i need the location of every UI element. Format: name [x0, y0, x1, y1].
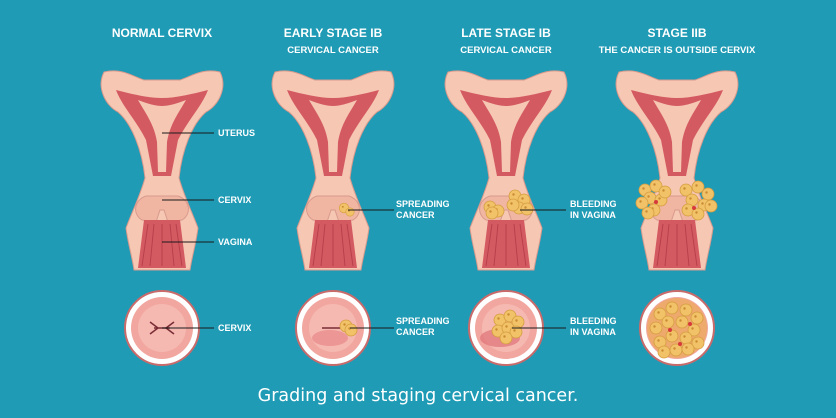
organ-stage-iib — [615, 70, 739, 271]
label-bleeding-disc-line2: IN VAGINA — [570, 327, 616, 337]
disc-early-ib — [295, 290, 371, 366]
label-spreading-disc: SPREADING CANCER — [396, 316, 450, 338]
tumor-stage-iib — [635, 179, 718, 221]
stage-heading-early-ib: EARLY STAGE IB — [283, 26, 383, 40]
label-spreading-disc-line2: CANCER — [396, 327, 435, 337]
stage-subheading-early-ib: CERVICAL CANCER — [287, 45, 379, 56]
label-cervix: CERVIX — [218, 195, 252, 205]
label-vagina: VAGINA — [218, 237, 253, 247]
stage-heading-normal: NORMAL CERVIX — [111, 26, 213, 40]
caption: Grading and staging cervical cancer. — [257, 386, 579, 406]
label-bleeding-disc-line1: BLEEDING — [570, 316, 617, 326]
disc-late-ib — [468, 290, 544, 366]
leader-lines — [162, 132, 566, 329]
label-bleeding-disc: BLEEDING IN VAGINA — [570, 316, 617, 338]
organ-early-ib — [271, 70, 395, 271]
label-bleeding-organ-line1: BLEEDING — [570, 199, 617, 209]
stage-subheading-stage-iib: THE CANCER IS OUTSIDE CERVIX — [598, 45, 756, 56]
organ-late-ib — [444, 70, 568, 271]
label-bleeding-organ-line2: IN VAGINA — [570, 210, 616, 220]
stage-subheading-late-ib: CERVICAL CANCER — [460, 45, 552, 56]
stage-heading-late-ib: LATE STAGE IB — [461, 26, 551, 40]
label-spreading-organ-line1: SPREADING — [396, 199, 450, 209]
label-cervix-view: CERVIX — [218, 323, 252, 333]
label-spreading-organ: SPREADING CANCER — [396, 199, 450, 221]
label-bleeding-organ: BLEEDING IN VAGINA — [570, 199, 617, 221]
disc-stage-iib — [639, 290, 715, 366]
label-spreading-organ-line2: CANCER — [396, 210, 435, 220]
label-uterus: UTERUS — [218, 128, 256, 138]
organ-normal — [100, 70, 224, 271]
stage-heading-stage-iib: STAGE IIB — [647, 26, 707, 40]
label-spreading-disc-line1: SPREADING — [396, 316, 450, 326]
